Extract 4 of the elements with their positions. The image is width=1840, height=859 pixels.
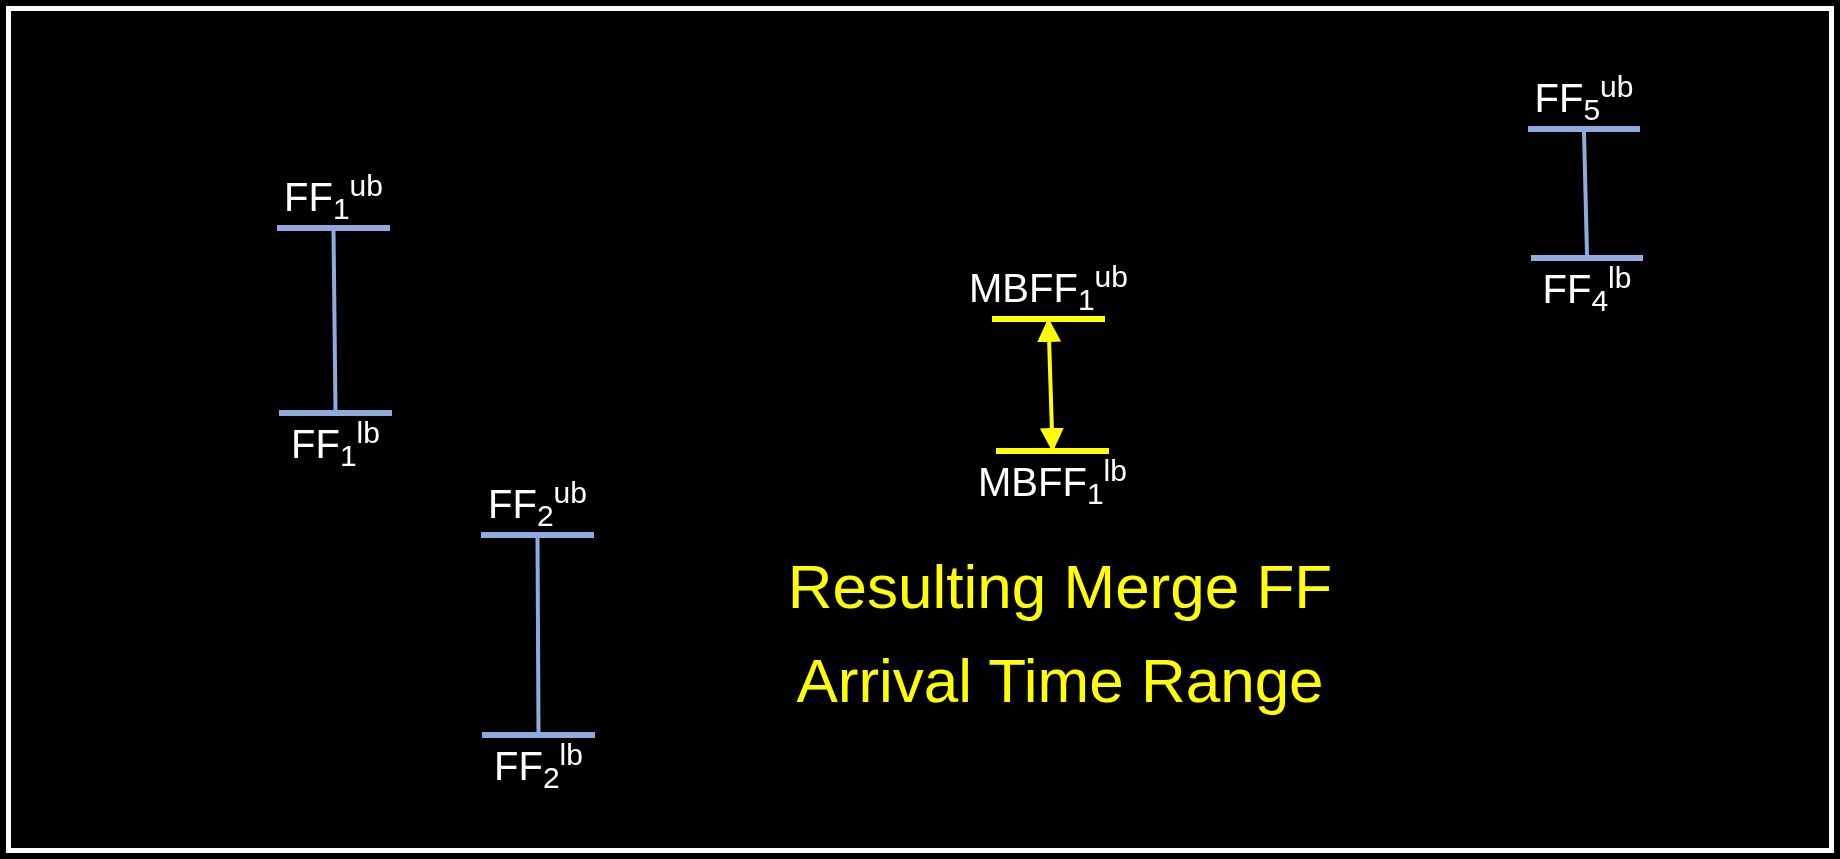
range-line	[331, 230, 338, 411]
range-line	[535, 538, 541, 732]
range-line	[1582, 131, 1589, 256]
caption-text: Resulting Merge FF Arrival Time Range	[786, 551, 1334, 717]
